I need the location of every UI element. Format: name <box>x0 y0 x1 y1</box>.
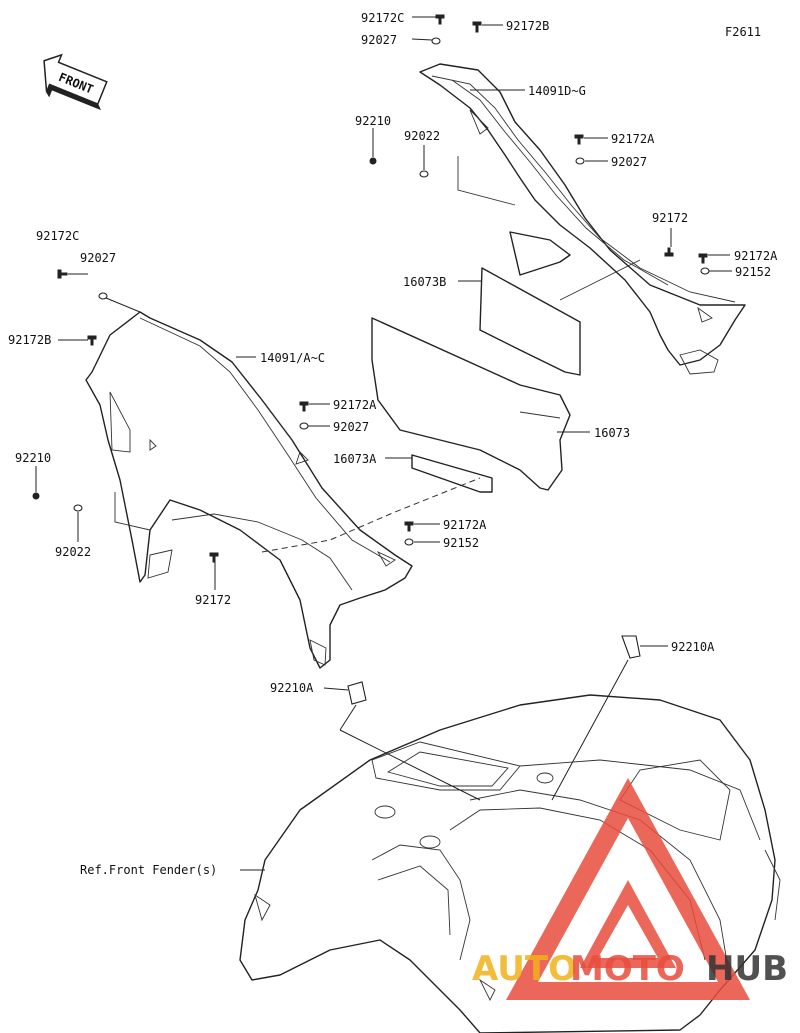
front-fender-part <box>239 694 781 1033</box>
label-16073b: 16073B <box>403 275 446 289</box>
washer-icon <box>299 422 309 430</box>
screw-icon <box>404 521 414 532</box>
screw-icon <box>57 269 68 279</box>
screw-icon <box>664 247 674 257</box>
screw-icon <box>209 552 219 563</box>
label-92152-right: 92152 <box>735 265 771 279</box>
label-92172b-top: 92172B <box>506 19 549 33</box>
label-92027-left-mid: 92027 <box>333 420 369 434</box>
screw-icon <box>698 253 708 264</box>
label-92172-low: 92172 <box>195 593 231 607</box>
washer-icon <box>700 267 710 275</box>
label-92022-top: 92022 <box>404 129 440 143</box>
pad-16073b-part <box>479 267 581 376</box>
label-92022-left: 92022 <box>55 545 91 559</box>
watermark-auto: AUTO <box>472 949 577 989</box>
front-arrow-icon: FRONT <box>43 53 108 111</box>
label-92172a-left: 92172A <box>333 398 377 412</box>
side-cover-left-part <box>85 311 413 669</box>
label-92172c-top: 92172C <box>361 11 404 25</box>
watermark-hub: HUB <box>706 949 788 989</box>
watermark-moto: MOTO <box>570 949 685 989</box>
washer-icon <box>98 292 108 300</box>
washer-icon <box>575 157 585 165</box>
washer-icon <box>73 504 83 512</box>
figure-code: F2611 <box>725 25 761 39</box>
screw-icon <box>299 401 309 412</box>
clip-icon <box>347 681 367 705</box>
nut-icon <box>32 492 40 500</box>
label-14091-a-c: 14091/A~C <box>260 351 325 365</box>
label-92172c-left: 92172C <box>36 229 79 243</box>
ref-front-fender-label: Ref.Front Fender(s) <box>80 863 217 877</box>
part-labels: 92172C 92027 92172B 14091D~G 92210 92022… <box>8 11 778 877</box>
watermark-logo: AUTO MOTO HUB <box>472 778 788 1000</box>
washer-icon <box>419 170 429 178</box>
label-92027-left: 92027 <box>80 251 116 265</box>
nut-icon <box>369 157 377 165</box>
label-16073: 16073 <box>594 426 630 440</box>
label-92172a-right: 92172A <box>734 249 778 263</box>
label-16073a: 16073A <box>333 452 377 466</box>
label-92210a-left: 92210A <box>270 681 314 695</box>
screw-icon <box>87 335 97 346</box>
label-92210a-right: 92210A <box>671 640 715 654</box>
label-92210-top: 92210 <box>355 114 391 128</box>
washer-icon <box>431 37 441 45</box>
label-92027-mid: 92027 <box>611 155 647 169</box>
label-92210-left: 92210 <box>15 451 51 465</box>
label-14091d-g: 14091D~G <box>528 84 586 98</box>
screw-icon <box>574 134 584 145</box>
screw-icon <box>472 21 482 33</box>
washer-icon <box>404 538 414 546</box>
label-92172a-top: 92172A <box>611 132 655 146</box>
hardware <box>32 14 710 705</box>
label-92172-top: 92172 <box>652 211 688 225</box>
label-92172a-low: 92172A <box>443 518 487 532</box>
side-cover-right-part <box>419 63 746 375</box>
pad-16073a-part <box>411 454 493 493</box>
pad-16073-part <box>371 317 571 491</box>
leader-lines <box>35 16 732 871</box>
label-92152-low: 92152 <box>443 536 479 550</box>
clip-icon <box>621 635 641 659</box>
screw-icon <box>435 14 445 25</box>
label-92172b-left: 92172B <box>8 333 51 347</box>
label-92027-top: 92027 <box>361 33 397 47</box>
